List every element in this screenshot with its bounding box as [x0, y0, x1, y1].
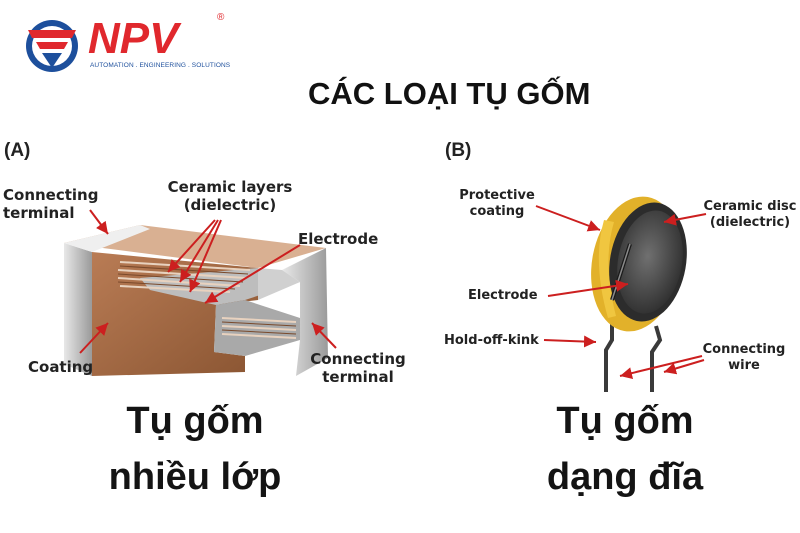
panel-a-arrows — [79, 209, 337, 354]
callout-connecting-wire: Connecting wire — [702, 342, 786, 373]
mlcc-left-terminal — [64, 243, 92, 376]
mlcc-illustration — [64, 225, 328, 376]
disc-lead-left — [604, 324, 614, 392]
logo-emblem-icon — [26, 20, 78, 72]
caption-b-line2: dạng đĩa — [546, 456, 704, 498]
callout-ceramic-layers: Ceramic layers (dielectric) — [167, 178, 293, 214]
callout-ceramic-disc: Ceramic disc (dielectric) — [703, 199, 797, 230]
callout-coating: Coating — [28, 358, 94, 376]
disc-capacitor-illustration — [591, 196, 687, 392]
disc-lead-right — [650, 325, 663, 392]
logo-text: NPV — [88, 14, 179, 63]
caption-b-line1: Tụ gốm — [556, 400, 694, 442]
page-title: CÁC LOẠI TỤ GỐM — [308, 76, 591, 111]
panel-b-arrows — [535, 205, 707, 379]
callout-connecting-terminal-bottom: Connecting terminal — [310, 350, 406, 386]
panel-a-label: (A) — [4, 140, 31, 161]
caption-a-line2: nhiều lớp — [108, 456, 282, 498]
callout-electrode-b: Electrode — [468, 288, 538, 303]
callout-connecting-terminal-top: Connecting terminal — [3, 186, 99, 222]
panel-b-label: (B) — [445, 140, 472, 161]
callout-electrode-a: Electrode — [298, 230, 379, 248]
caption-a-line1: Tụ gốm — [126, 400, 264, 442]
callout-protective-coating: Protective coating — [459, 188, 535, 219]
mlcc-right-terminal — [282, 248, 328, 376]
logo-tagline: AUTOMATION . ENGINEERING . SOLUTIONS — [90, 62, 231, 69]
logo-registered-mark: ® — [217, 12, 225, 23]
callout-hold-off-kink: Hold-off-kink — [444, 333, 539, 348]
